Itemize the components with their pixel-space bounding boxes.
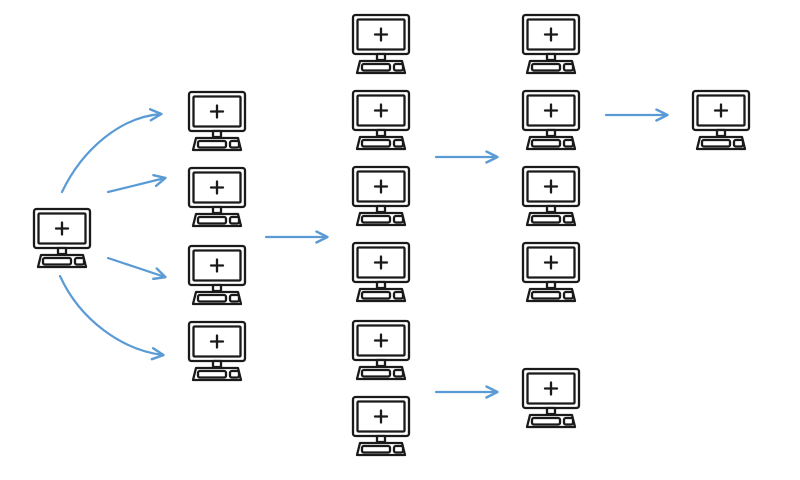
mouse-pad xyxy=(392,214,405,224)
mouse-pad xyxy=(392,444,405,454)
computer-node-n3-1[interactable]: + xyxy=(345,12,417,76)
mouse-pad xyxy=(562,62,575,72)
mouse-pad xyxy=(732,138,745,148)
computer-node-n2-2[interactable]: + xyxy=(181,165,253,229)
computer-node-n4-2[interactable]: + xyxy=(515,88,587,152)
monitor-stand xyxy=(545,406,557,416)
plus-mark xyxy=(209,180,225,195)
plus-mark xyxy=(373,103,389,118)
keyboard-keys xyxy=(530,62,562,72)
mouse-pad xyxy=(73,256,86,266)
plus-mark xyxy=(543,103,559,118)
plus-mark xyxy=(543,27,559,42)
arrow-source-to-stage2-1 xyxy=(60,114,161,194)
computer-node-n2-4[interactable]: + xyxy=(181,319,253,383)
monitor-stand xyxy=(56,246,68,256)
keyboard-keys xyxy=(41,256,73,266)
plus-mark xyxy=(373,179,389,194)
computer-node-n1-1[interactable]: + xyxy=(26,206,98,270)
mouse-pad xyxy=(392,62,405,72)
arrow-source-to-stage2-2 xyxy=(106,178,165,194)
keyboard-keys xyxy=(530,138,562,148)
arrow-source-to-stage2-4 xyxy=(58,274,163,355)
mouse-pad xyxy=(228,293,241,303)
monitor-stand xyxy=(375,128,387,138)
keyboard-keys xyxy=(196,293,228,303)
mouse-pad xyxy=(392,138,405,148)
keyboard-keys xyxy=(530,214,562,224)
plus-mark xyxy=(373,27,389,42)
mouse-pad xyxy=(562,214,575,224)
plus-mark xyxy=(543,381,559,396)
computer-node-n5-1[interactable]: + xyxy=(685,88,757,152)
arrow-source-to-stage2-3 xyxy=(106,256,165,277)
monitor-stand xyxy=(545,52,557,62)
plus-mark xyxy=(209,258,225,273)
keyboard-keys xyxy=(196,369,228,379)
plus-mark xyxy=(543,179,559,194)
keyboard-keys xyxy=(360,368,392,378)
monitor-stand xyxy=(211,283,223,293)
mouse-pad xyxy=(562,416,575,426)
keyboard-keys xyxy=(360,138,392,148)
computer-node-n3-3[interactable]: + xyxy=(345,164,417,228)
plus-mark xyxy=(373,333,389,348)
computer-node-n3-5[interactable]: + xyxy=(345,318,417,382)
monitor-stand xyxy=(375,434,387,444)
monitor-stand xyxy=(375,358,387,368)
monitor-stand xyxy=(545,280,557,290)
computer-node-n4-1[interactable]: + xyxy=(515,12,587,76)
keyboard-keys xyxy=(530,290,562,300)
keyboard-keys xyxy=(700,138,732,148)
computer-node-n3-6[interactable]: + xyxy=(345,394,417,458)
computer-node-n2-1[interactable]: + xyxy=(181,89,253,153)
monitor-stand xyxy=(715,128,727,138)
mouse-pad xyxy=(562,290,575,300)
plus-mark xyxy=(209,104,225,119)
computer-node-n4-5[interactable]: + xyxy=(515,366,587,430)
monitor-stand xyxy=(211,129,223,139)
computer-node-n2-3[interactable]: + xyxy=(181,243,253,307)
computer-node-n3-2[interactable]: + xyxy=(345,88,417,152)
mouse-pad xyxy=(228,139,241,149)
plus-mark xyxy=(713,103,729,118)
mouse-pad xyxy=(562,138,575,148)
mouse-pad xyxy=(228,369,241,379)
mouse-pad xyxy=(392,368,405,378)
plus-mark xyxy=(373,255,389,270)
monitor-stand xyxy=(375,204,387,214)
keyboard-keys xyxy=(360,444,392,454)
mouse-pad xyxy=(228,215,241,225)
mouse-pad xyxy=(392,290,405,300)
monitor-stand xyxy=(545,128,557,138)
monitor-stand xyxy=(375,280,387,290)
keyboard-keys xyxy=(360,62,392,72)
computer-node-n4-3[interactable]: + xyxy=(515,164,587,228)
keyboard-keys xyxy=(360,214,392,224)
plus-mark xyxy=(543,255,559,270)
monitor-stand xyxy=(211,205,223,215)
computer-node-n3-4[interactable]: + xyxy=(345,240,417,304)
computer-node-n4-4[interactable]: + xyxy=(515,240,587,304)
plus-mark xyxy=(373,409,389,424)
plus-mark xyxy=(209,334,225,349)
keyboard-keys xyxy=(530,416,562,426)
monitor-stand xyxy=(211,359,223,369)
keyboard-keys xyxy=(360,290,392,300)
keyboard-keys xyxy=(196,215,228,225)
plus-mark xyxy=(54,221,70,236)
monitor-stand xyxy=(375,52,387,62)
keyboard-keys xyxy=(196,139,228,149)
monitor-stand xyxy=(545,204,557,214)
